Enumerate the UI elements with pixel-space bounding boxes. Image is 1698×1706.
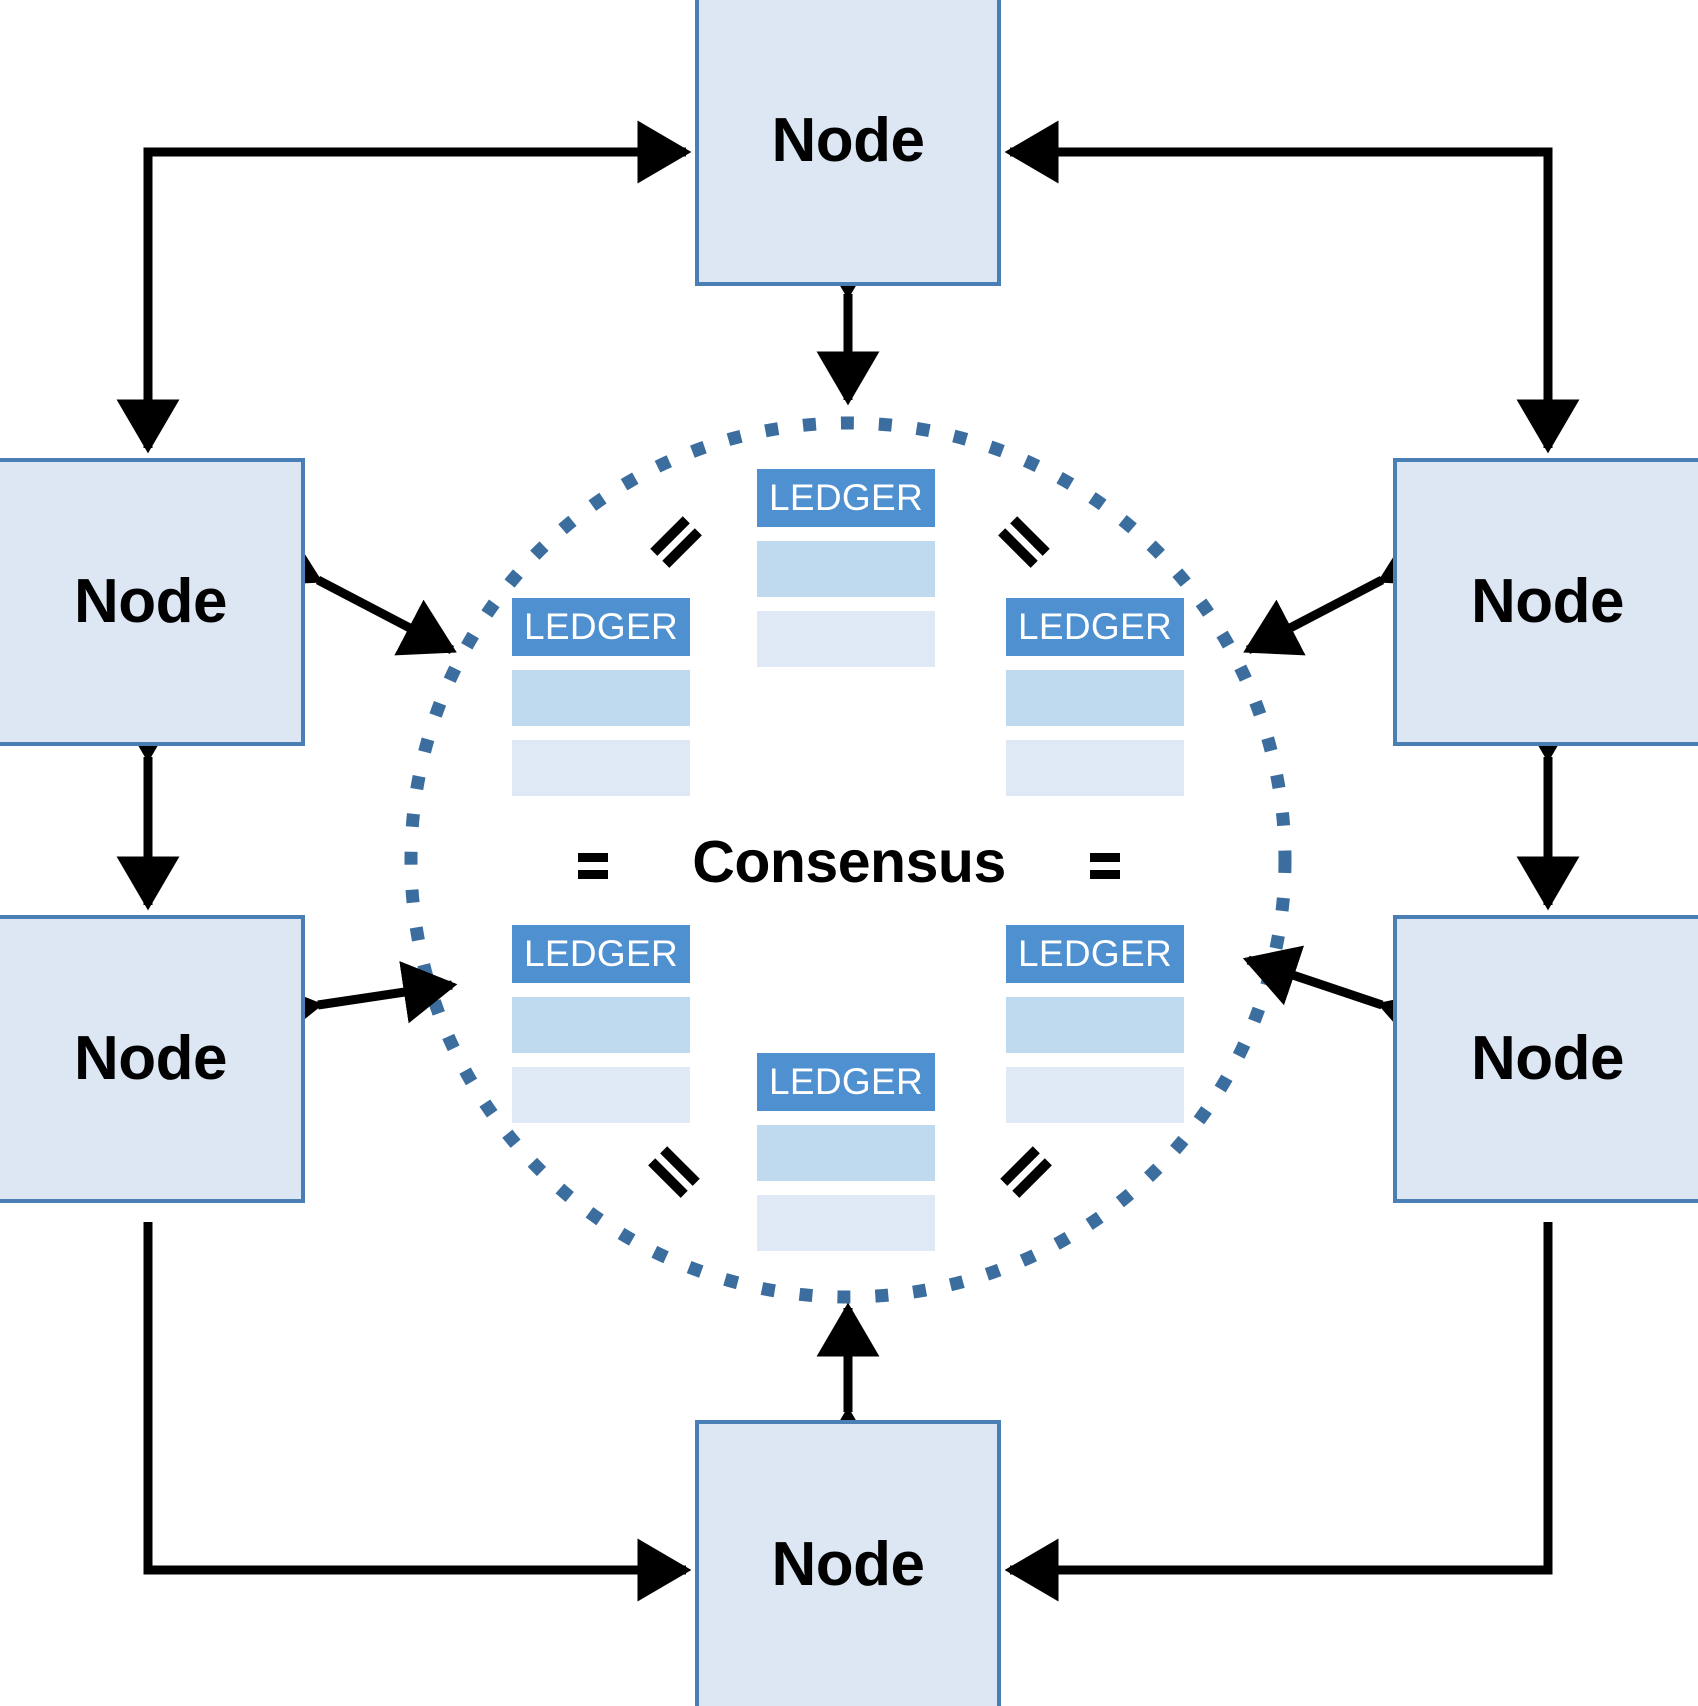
node-bottom-label: Node — [771, 1530, 926, 1599]
ledger-upper-left-header: LEDGER — [512, 598, 690, 656]
equals-icon-bottom-left — [642, 1138, 707, 1203]
ledger-bottom-header: LEDGER — [757, 1053, 935, 1111]
equals-bar — [1090, 870, 1120, 879]
node-right-upper[interactable]: Node — [1393, 458, 1698, 746]
ledger-upper-left: LEDGER — [512, 598, 690, 796]
arrow-left-lower-to-circle — [265, 961, 458, 1044]
ledger-lower-left: LEDGER — [512, 925, 690, 1123]
node-right-lower-label: Node — [1471, 1024, 1625, 1093]
ledger-lower-right-row-1 — [1006, 997, 1184, 1053]
ledger-lower-right: LEDGER — [1006, 925, 1184, 1123]
node-top[interactable]: Node — [695, 0, 1001, 286]
ledger-top: LEDGER — [757, 469, 935, 667]
consensus-label: Consensus — [692, 829, 1006, 895]
node-left-upper-label: Node — [74, 567, 228, 636]
node-left-lower[interactable]: Node — [0, 915, 305, 1203]
arrow-route-top-to-right — [1004, 120, 1553, 436]
node-right-lower[interactable]: Node — [1393, 915, 1698, 1203]
ledger-upper-left-row-1 — [512, 670, 690, 726]
arrow-right-upper-to-circle — [1243, 529, 1440, 656]
ledger-lower-left-row-2 — [512, 1067, 690, 1123]
equals-bar — [1090, 853, 1120, 862]
node-left-upper[interactable]: Node — [0, 458, 305, 746]
equals-icon-mid-right — [1090, 845, 1120, 891]
equals-bar — [578, 870, 608, 879]
equals-icon-top-left — [642, 508, 707, 573]
arrow-left-upper-to-circle — [260, 529, 457, 656]
ledger-upper-right: LEDGER — [1006, 598, 1184, 796]
ledger-lower-right-header: LEDGER — [1006, 925, 1184, 983]
node-bottom[interactable]: Node — [695, 1420, 1001, 1706]
ledger-bottom: LEDGER — [757, 1053, 935, 1251]
ledger-lower-right-row-2 — [1006, 1067, 1184, 1123]
ledger-upper-right-header: LEDGER — [1006, 598, 1184, 656]
ledger-bottom-row-2 — [757, 1195, 935, 1251]
equals-icon-top-right — [992, 508, 1057, 573]
arrow-route-left-to-bottom — [143, 1222, 692, 1602]
ledger-upper-right-row-1 — [1006, 670, 1184, 726]
node-left-lower-label: Node — [74, 1024, 228, 1093]
node-right-upper-label: Node — [1471, 567, 1625, 636]
ledger-lower-left-row-1 — [512, 997, 690, 1053]
arrow-right-lower-to-circle — [1242, 945, 1439, 1051]
ledger-upper-left-row-2 — [512, 740, 690, 796]
arrow-route-left-to-top — [143, 120, 692, 436]
ledger-upper-right-row-2 — [1006, 740, 1184, 796]
equals-icon-mid-left — [578, 845, 608, 891]
ledger-top-header: LEDGER — [757, 469, 935, 527]
ledger-top-row-1 — [757, 541, 935, 597]
ledger-top-row-2 — [757, 611, 935, 667]
arrow-route-right-to-bottom — [1004, 1222, 1553, 1602]
equals-bar — [578, 853, 608, 862]
ledger-lower-left-header: LEDGER — [512, 925, 690, 983]
equals-icon-bottom-right — [992, 1138, 1057, 1203]
node-top-label: Node — [771, 106, 926, 175]
ledger-bottom-row-1 — [757, 1125, 935, 1181]
